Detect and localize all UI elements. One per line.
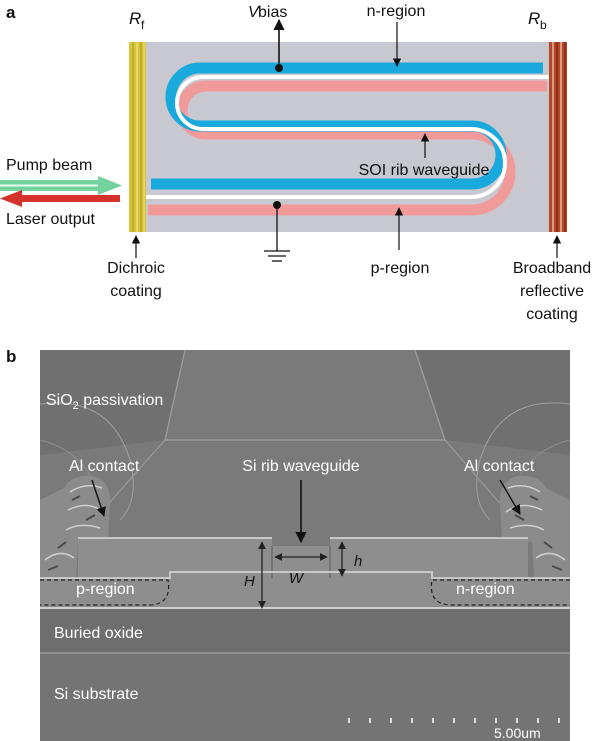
ground-icon [264, 250, 290, 262]
scale-bar-ticks [348, 718, 560, 723]
al-contact-left-pointer [91, 479, 106, 517]
mirror-back-label: R [528, 9, 540, 28]
broadband-label-line1: Broadband [513, 260, 591, 277]
reflective-coating [549, 42, 567, 232]
mirror-back-subscript: b [540, 18, 547, 32]
p-region-label-b: p-region [76, 581, 135, 598]
mirror-front-label: R [129, 9, 141, 28]
mirror-front-subscript: f [141, 18, 145, 32]
total-height-dimension-label: H [244, 573, 255, 590]
panel-b-letter: b [6, 347, 16, 366]
n-region-label-a: n-region [367, 3, 426, 20]
rib-waveguide-line [143, 75, 551, 199]
v-bias-v: V [248, 4, 260, 21]
broadband-label-line2: reflective [520, 283, 584, 300]
dichroic-coating [129, 42, 146, 232]
rib-waveguide-label: Si rib waveguide [242, 458, 360, 475]
n-region-label-b: n-region [456, 581, 515, 598]
laser-output-arrow [0, 190, 120, 207]
rib-height-dimension-label: h [354, 553, 362, 570]
al-contact-right-shape [499, 475, 570, 580]
al-contact-right-label: Al contact [464, 458, 535, 475]
al-contact-left-shape [40, 475, 111, 580]
panel-b: b [6, 347, 571, 741]
dichroic-label-line2: coating [110, 283, 162, 300]
broadband-label-line3: coating [526, 306, 578, 323]
laser-output-label: Laser output [6, 211, 96, 228]
panel-a: a R f R b V [0, 3, 591, 323]
waveguide-label: SOI rib waveguide [359, 162, 490, 179]
al-contact-left-label: Al contact [69, 458, 140, 475]
p-region-stripe [148, 80, 547, 216]
width-dimension-label: W [289, 570, 305, 587]
al-contact-right-pointer [499, 479, 521, 515]
dichroic-label-line1: Dichroic [107, 260, 165, 277]
p-region-label-a: p-region [371, 260, 430, 277]
buried-oxide-label: Buried oxide [54, 625, 143, 642]
panel-a-letter: a [6, 3, 16, 22]
n-region-stripe [151, 62, 543, 190]
substrate-label: Si substrate [54, 686, 139, 703]
sio2-label: SiO2 passivation [46, 392, 163, 412]
pump-beam-arrow [0, 176, 122, 195]
scale-bar-label: 5.00um [494, 725, 541, 741]
v-bias-contact-dot [275, 64, 283, 72]
v-bias-label: bias [258, 4, 287, 21]
sem-image [39, 349, 571, 741]
pump-beam-label: Pump beam [6, 157, 92, 174]
